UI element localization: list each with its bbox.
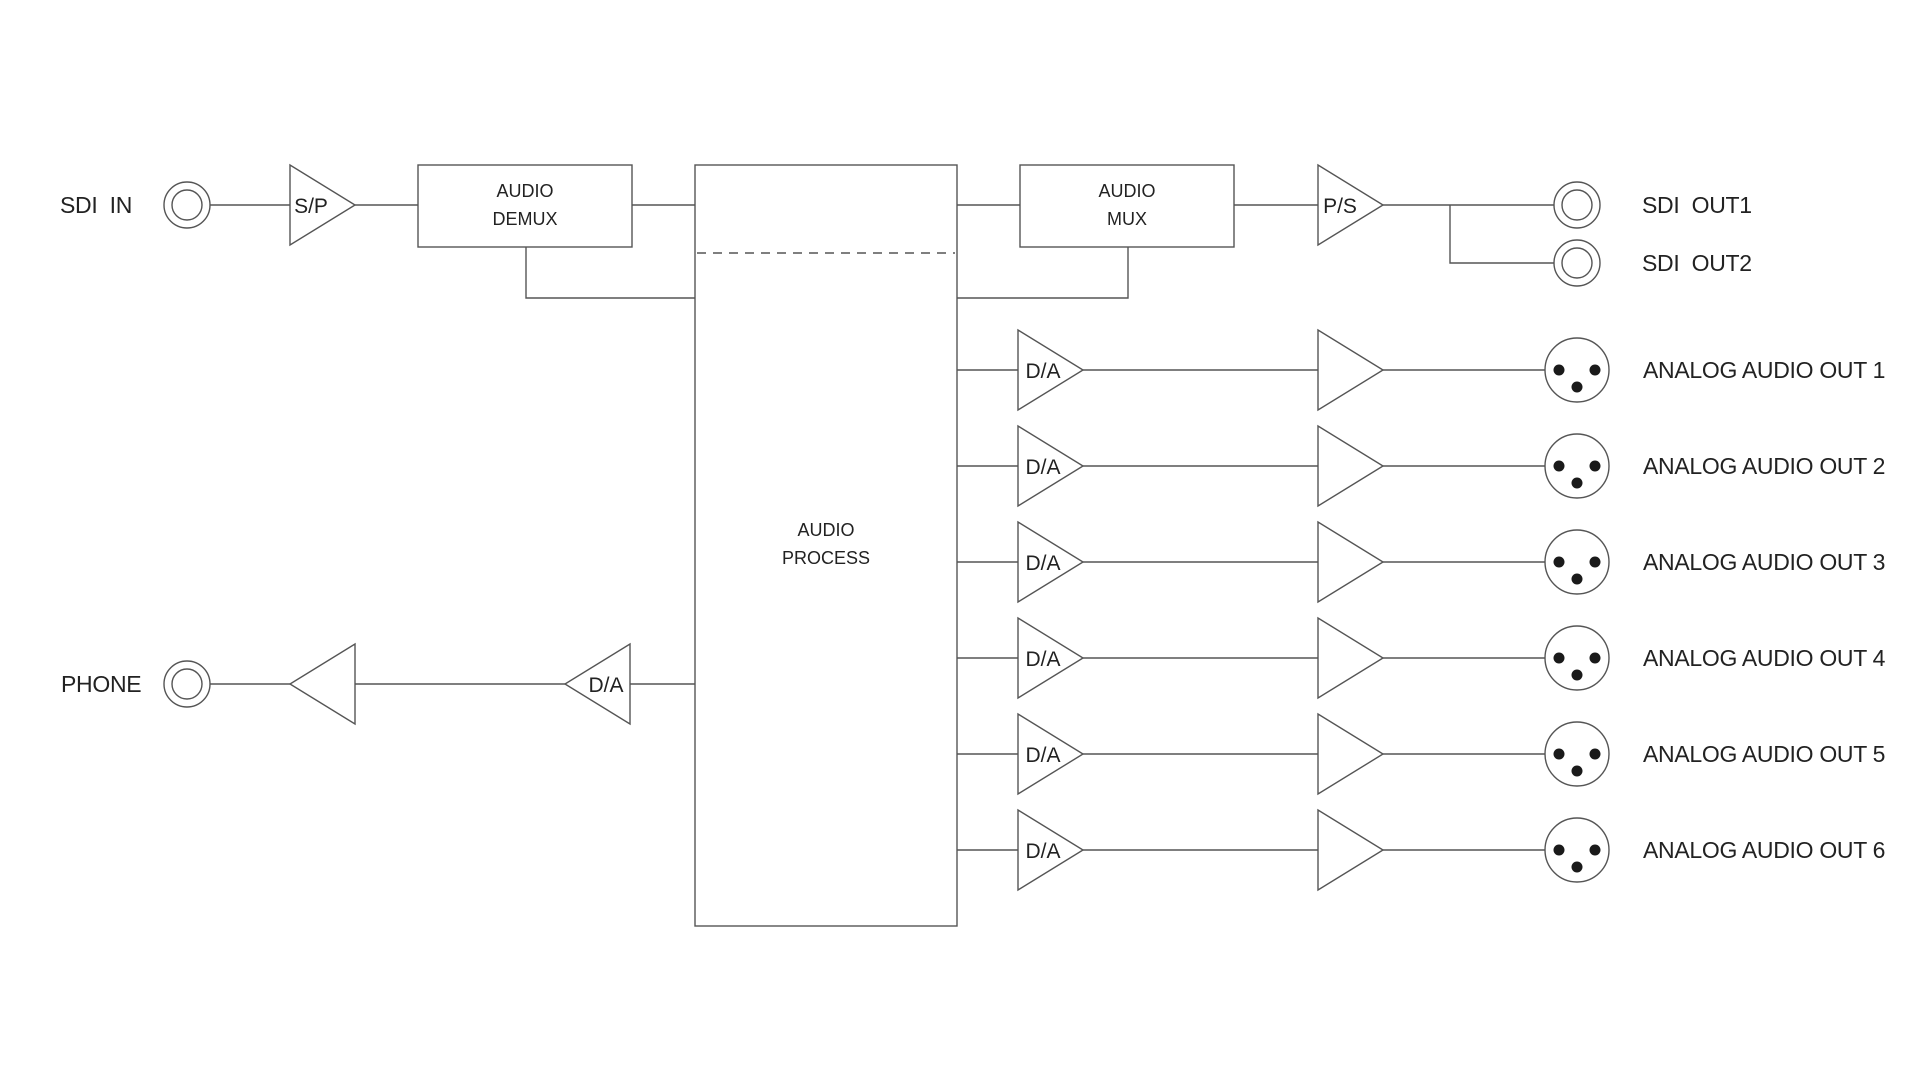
- analog-out-label-6: ANALOG AUDIO OUT 6: [1643, 837, 1885, 863]
- phone-da-label: D/A: [588, 674, 623, 697]
- analog-out-label-5: ANALOG AUDIO OUT 5: [1643, 741, 1885, 767]
- sdi-in-path: SDI IN S/P AUDIO DEMUX: [60, 163, 695, 299]
- analog-out-row-6: D/A ANALOG AUDIO OUT 6: [957, 808, 1885, 892]
- da-label-1: D/A: [1025, 360, 1060, 383]
- sdi-in-jack-icon: [163, 181, 211, 229]
- xlr-connector-icon: [1544, 337, 1610, 403]
- analog-out-label-1: ANALOG AUDIO OUT 1: [1643, 357, 1885, 383]
- analog-out-label-4: ANALOG AUDIO OUT 4: [1643, 645, 1886, 671]
- analog-out-row-2: D/A ANALOG AUDIO OUT 2: [957, 424, 1885, 508]
- phone-label: PHONE: [61, 671, 141, 697]
- sdi-out-path: AUDIO MUX P/S SDI OUT1 SDI OUT2: [957, 163, 1752, 299]
- analog-out-row-1: D/A ANALOG AUDIO OUT 1: [957, 328, 1885, 412]
- xlr-connector-icon: [1544, 625, 1610, 691]
- demux-label-line2: DEMUX: [492, 209, 557, 229]
- da-label-5: D/A: [1025, 744, 1060, 767]
- sdi-out2-jack-icon: [1553, 239, 1601, 287]
- sdi-in-label: SDI IN: [60, 192, 132, 218]
- da-converter-1: D/A: [1017, 328, 1085, 412]
- analog-out-label-2: ANALOG AUDIO OUT 2: [1643, 453, 1885, 479]
- da-converter-6: D/A: [1017, 808, 1085, 892]
- phone-jack-icon: [163, 660, 211, 708]
- xlr-connector-icon: [1544, 817, 1610, 883]
- da-label-3: D/A: [1025, 552, 1060, 575]
- amplifier-icon: [1317, 616, 1385, 700]
- analog-output-rows: D/A ANALOG AUDIO OUT 1 D/A ANALOG AUDIO OUT…: [957, 328, 1886, 892]
- amplifier-icon: [1317, 808, 1385, 892]
- analog-out-row-4: D/A ANALOG AUDIO OUT 4: [957, 616, 1886, 700]
- amplifier-icon: [1317, 712, 1385, 796]
- amplifier-icon: [1317, 328, 1385, 412]
- da-label-2: D/A: [1025, 456, 1060, 479]
- da-converter-4: D/A: [1017, 616, 1085, 700]
- process-label-line2: PROCESS: [782, 548, 870, 568]
- analog-out-row-5: D/A ANALOG AUDIO OUT 5: [957, 712, 1885, 796]
- wire: [525, 247, 695, 299]
- analog-out-row-3: D/A ANALOG AUDIO OUT 3: [957, 520, 1885, 604]
- da-label-4: D/A: [1025, 648, 1060, 671]
- sp-converter: S/P: [289, 163, 357, 247]
- demux-label-line1: AUDIO: [496, 181, 553, 201]
- xlr-connector-icon: [1544, 529, 1610, 595]
- wire: [957, 247, 1129, 299]
- audio-process-block: AUDIO PROCESS: [694, 164, 958, 927]
- audio-demux-block: AUDIO DEMUX: [417, 164, 633, 248]
- sp-label: S/P: [294, 195, 328, 218]
- da-converter-3: D/A: [1017, 520, 1085, 604]
- mux-label-line1: AUDIO: [1098, 181, 1155, 201]
- phone-path: PHONE D/A: [61, 642, 695, 726]
- sdi-out1-jack-icon: [1553, 181, 1601, 229]
- xlr-connector-icon: [1544, 433, 1610, 499]
- process-label-line1: AUDIO: [797, 520, 854, 540]
- wire: [1449, 205, 1554, 264]
- ps-label: P/S: [1323, 195, 1357, 218]
- da-converter-5: D/A: [1017, 712, 1085, 796]
- xlr-connector-icon: [1544, 721, 1610, 787]
- phone-amplifier-icon: [288, 642, 356, 726]
- sdi-out1-label: SDI OUT1: [1642, 192, 1752, 218]
- ps-converter: P/S: [1317, 163, 1385, 247]
- da-label-6: D/A: [1025, 840, 1060, 863]
- da-converter-2: D/A: [1017, 424, 1085, 508]
- amplifier-icon: [1317, 424, 1385, 508]
- amplifier-icon: [1317, 520, 1385, 604]
- phone-da-converter: D/A: [563, 642, 631, 726]
- mux-label-line2: MUX: [1107, 209, 1147, 229]
- audio-mux-block: AUDIO MUX: [1019, 164, 1235, 248]
- sdi-out2-label: SDI OUT2: [1642, 250, 1752, 276]
- analog-out-label-3: ANALOG AUDIO OUT 3: [1643, 549, 1885, 575]
